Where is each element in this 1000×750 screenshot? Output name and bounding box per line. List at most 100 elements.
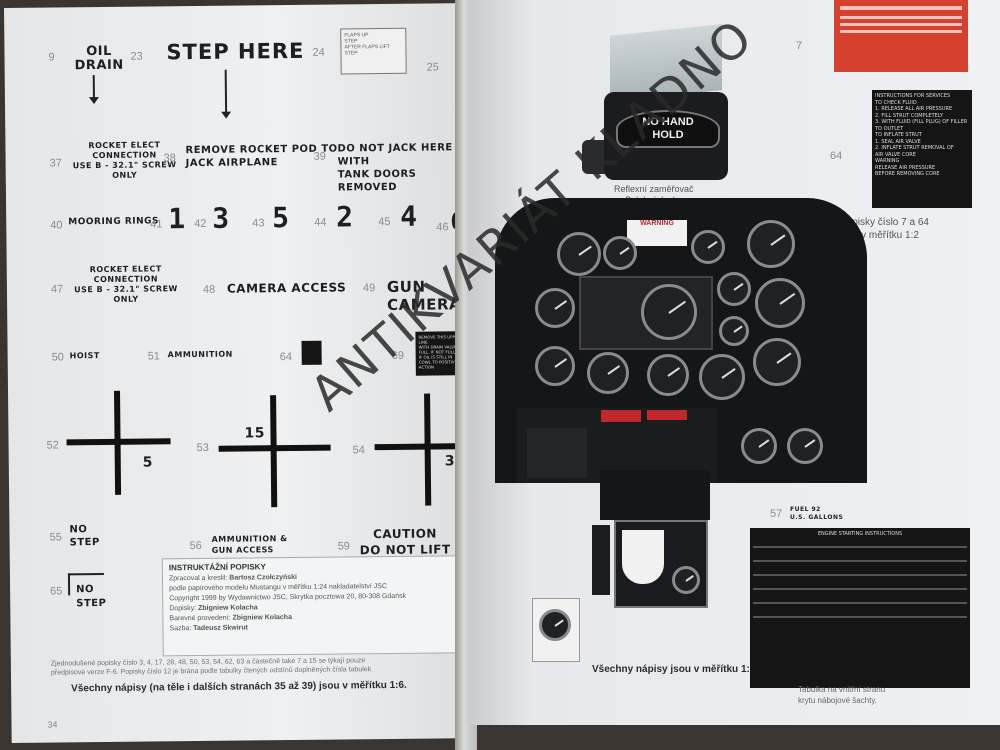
credit-label: Zpracoval a kreslil: [168,574,230,583]
ammunition-label: AMMUNITION [167,349,233,360]
no-step-label: NO STEP [69,524,100,549]
red-switch-plate [601,410,641,422]
gauge [753,338,801,386]
cross-number: 5 [142,454,154,471]
gauge [717,272,751,306]
no-step-label: NO STEP [76,584,107,610]
ammunition-gun-access-label: AMMUNITION & GUN ACCESS [211,534,288,555]
item-number: 25 [426,61,439,74]
emblem-shield [622,530,664,584]
item-number: 43 [252,217,265,230]
sight-housing: NO HAND HOLD [604,92,728,180]
gauge [587,352,629,394]
credit-label: Sazba: [169,625,194,633]
item-number: 45 [378,215,391,229]
instructions-title: INSTRUKTÁŽNÍ POPISKY [168,562,266,573]
fuel-label: FUEL 92 U.S. GALLONS [790,506,844,521]
gauge [672,566,700,594]
item-number: 51 [147,350,160,363]
emblem-badge [532,598,580,662]
item-number: 59 [337,540,350,553]
left-page: 9 OIL DRAIN 23 STEP HERE 24 FLAPS UP STE… [4,3,472,743]
flaps-label-box: FLAPS UP STEP AFTER FLAPS LIFT STEP [340,27,407,75]
gauge [691,230,725,264]
side-strip [592,525,610,595]
gauge [539,609,571,641]
arrow-corner-icon [67,572,104,576]
digit-label: 5 [272,201,290,235]
credit-name: Zbigniew Kolacha [198,604,258,613]
item-number: 39 [313,150,326,163]
step-here-label: STEP HERE [166,38,305,65]
caution-do-not-lift-label: CAUTION DO NOT LIFT [359,526,451,558]
arrow-corner-icon [67,573,71,596]
item-number: 54 [352,444,365,457]
arrow-down-icon [224,69,228,114]
mooring-rings-label: MOORING RINGS [68,216,160,228]
item-number: 65 [50,585,63,598]
cross-number: 15 [244,425,266,442]
gauge [603,236,637,270]
warning-label: WARNING [640,220,674,227]
item-number: 40 [50,219,63,232]
item-number: 47 [50,283,64,296]
item-number: 41 [150,218,163,231]
arrow-down-icon [92,75,95,100]
item-number: 56 [189,539,202,553]
item-number: 24 [312,46,325,59]
red-switch-plate [647,410,687,420]
item-number: 57 [770,508,783,520]
cross-marker [424,393,432,506]
scale-caption: Všechny nápisy jsou v měřítku 1:6. [592,664,759,675]
item-number: 52 [46,439,59,452]
scale-note: Všechny nápisy (na těle i dalších straná… [71,679,407,695]
rocket-connection-label: ROCKET ELECT CONNECTION USE B - 32.1" SC… [74,264,178,304]
pedestal [600,470,710,520]
table-note: Tabulka na vnitřní stranu krytu nábojové… [798,685,886,705]
item-number: 23 [130,50,143,63]
engine-starting-plate: ENGINE STARTING INSTRUCTIONS [750,528,970,688]
small-black-plate [301,340,322,365]
digit-label: 4 [400,199,418,233]
gauge [787,428,823,464]
item-number: 7 [796,40,803,52]
gauge [747,220,795,268]
gauge [647,354,689,396]
item-number: 50 [51,351,64,364]
item-number: 64 [830,150,843,162]
engine-plate-title: ENGINE STARTING INSTRUCTIONS [817,531,903,537]
instrument-panel: WARNING [495,198,867,483]
credit-name: Zbigniew Kolacha [232,614,292,622]
compass-unit [614,520,708,608]
arrowhead-icon [88,97,100,105]
item-number: 42 [194,217,207,231]
item-number: 46 [436,221,449,234]
credit-label: Dopisky: [169,605,199,613]
gauge [641,284,697,340]
red-warning-plate [834,0,968,72]
arrowhead-icon [221,111,232,119]
gauge [741,428,777,464]
digit-label: 2 [336,200,354,234]
cross-marker [270,395,278,508]
switch-block [527,428,587,478]
hand-hold-plate: NO HAND HOLD [616,110,720,148]
do-not-jack-label: DO NOT JACK HERE WITH TANK DOORS REMOVED [337,142,453,194]
page-number: 34 [47,719,58,730]
gauge [535,346,575,386]
gauge [719,316,749,346]
digit-label: 3 [212,201,230,235]
hoist-label: HOIST [69,351,100,361]
item-number: 38 [163,152,176,165]
item-number: 64 [279,351,292,364]
credit-label: Barevné provedení: [169,614,233,623]
warning-plate: WARNING [627,220,687,246]
instructions-box: INSTRUKTÁŽNÍ POPISKY Zpracoval a kreslil… [161,555,465,657]
oil-drain-label: OIL DRAIN [74,43,124,74]
gauge [535,288,575,328]
strut-instructions-plate: INSTRUCTIONS FOR SERVICES TO CHECK FLUID… [872,90,972,208]
item-number: 44 [314,216,327,229]
cross-marker [114,390,122,495]
item-number: 48 [202,283,216,296]
